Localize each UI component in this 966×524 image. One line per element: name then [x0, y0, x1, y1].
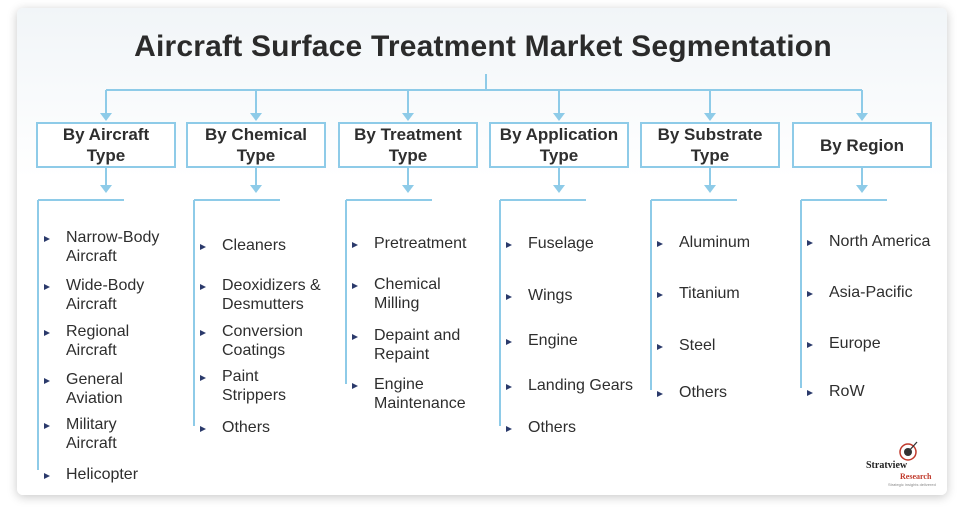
segment-item: General Aviation — [66, 371, 123, 407]
branch-arrow — [100, 113, 112, 121]
segment-item: Aluminum — [679, 234, 751, 251]
bullet-arrow-icon — [506, 426, 512, 432]
segment-header: By Substrate Type — [640, 122, 780, 168]
bullet-arrow-icon — [200, 426, 206, 432]
segment-item: Helicopter — [66, 466, 139, 483]
segment-item: Others — [222, 419, 271, 436]
segment-header: By Treatment Type — [338, 122, 478, 168]
box-down-arrow — [250, 185, 262, 193]
segment-item: Chemical Milling — [374, 276, 441, 312]
segment-item: Steel — [679, 337, 716, 354]
branch-arrow — [856, 113, 868, 121]
segment-item: Paint Strippers — [222, 368, 287, 404]
box-down-arrow — [856, 185, 868, 193]
segment-item: Deoxidizers & Desmutters — [222, 277, 321, 313]
target-icon — [899, 441, 918, 461]
segment-header-label: By Aircraft Type — [62, 125, 150, 165]
bullet-arrow-icon — [44, 236, 50, 242]
segment-item: Conversion Coatings — [222, 323, 303, 359]
segment-item: Landing Gears — [528, 377, 633, 394]
logo-sub: Research — [900, 472, 932, 481]
bullet-arrow-icon — [506, 339, 512, 345]
segment-item: Others — [528, 419, 577, 436]
branch-arrow — [402, 113, 414, 121]
segment-header: By Region — [792, 122, 932, 168]
branch-arrow — [553, 113, 565, 121]
bullet-arrow-icon — [807, 342, 813, 348]
box-down-arrow — [704, 185, 716, 193]
bullet-arrow-icon — [807, 291, 813, 297]
bullet-arrow-icon — [200, 375, 206, 381]
segment-header: By Chemical Type — [186, 122, 326, 168]
segment-item: Military Aircraft — [66, 416, 117, 452]
bullet-arrow-icon — [44, 423, 50, 429]
box-down-arrow — [100, 185, 112, 193]
bullet-arrow-icon — [506, 242, 512, 248]
bullet-arrow-icon — [352, 383, 358, 389]
segment-item: Wings — [528, 287, 573, 304]
logo-tagline: Strategic insights delivered — [888, 482, 936, 487]
logo-name: Stratview — [866, 460, 908, 471]
bullet-arrow-icon — [352, 334, 358, 340]
bullet-arrow-icon — [657, 241, 663, 247]
segment-item: Europe — [829, 335, 881, 352]
segment-item: Pretreatment — [374, 235, 467, 252]
bullet-arrow-icon — [200, 330, 206, 336]
segment-header-label: By Treatment Type — [354, 125, 462, 165]
bullet-arrow-icon — [44, 378, 50, 384]
segment-header: By Aircraft Type — [36, 122, 176, 168]
bullet-arrow-icon — [352, 242, 358, 248]
segment-item: North America — [829, 233, 931, 250]
bullet-arrow-icon — [807, 390, 813, 396]
segment-item: Cleaners — [222, 237, 287, 254]
segment-item: Others — [679, 384, 728, 401]
segment-header: By Application Type — [489, 122, 629, 168]
bullet-arrow-icon — [657, 292, 663, 298]
segment-item: Narrow-Body Aircraft — [66, 229, 160, 265]
segment-item: Depaint and Repaint — [374, 327, 461, 363]
diagram-title: Aircraft Surface Treatment Market Segmen… — [134, 30, 832, 63]
bullet-arrow-icon — [657, 391, 663, 397]
stratview-logo: Stratview Research Strategic insights de… — [866, 440, 946, 492]
bullet-arrow-icon — [200, 244, 206, 250]
branch-arrow — [250, 113, 262, 121]
bullet-arrow-icon — [44, 330, 50, 336]
bullet-arrow-icon — [506, 384, 512, 390]
segment-item: Asia-Pacific — [829, 284, 913, 301]
bullet-arrow-icon — [352, 283, 358, 289]
bullet-arrow-icon — [807, 240, 813, 246]
segment-item: Wide-Body Aircraft — [66, 277, 145, 313]
segment-header-label: By Region — [819, 135, 905, 155]
segment-item: RoW — [829, 383, 865, 400]
box-down-arrow — [402, 185, 414, 193]
bullet-arrow-icon — [44, 284, 50, 290]
bullet-arrow-icon — [44, 473, 50, 479]
bullet-arrow-icon — [657, 344, 663, 350]
segment-item: Titanium — [679, 285, 740, 302]
segment-header-label: By Application Type — [499, 125, 619, 165]
segment-item: Fuselage — [528, 235, 594, 252]
bullet-arrow-icon — [506, 294, 512, 300]
branch-arrow — [704, 113, 716, 121]
bullet-arrow-icon — [200, 284, 206, 290]
segment-item: Regional Aircraft — [66, 323, 130, 359]
segment-item: Engine Maintenance — [374, 376, 466, 412]
segment-item: Engine — [528, 332, 578, 349]
segment-header-label: By Chemical Type — [204, 125, 308, 165]
segment-header-label: By Substrate Type — [657, 125, 763, 165]
box-down-arrow — [553, 185, 565, 193]
